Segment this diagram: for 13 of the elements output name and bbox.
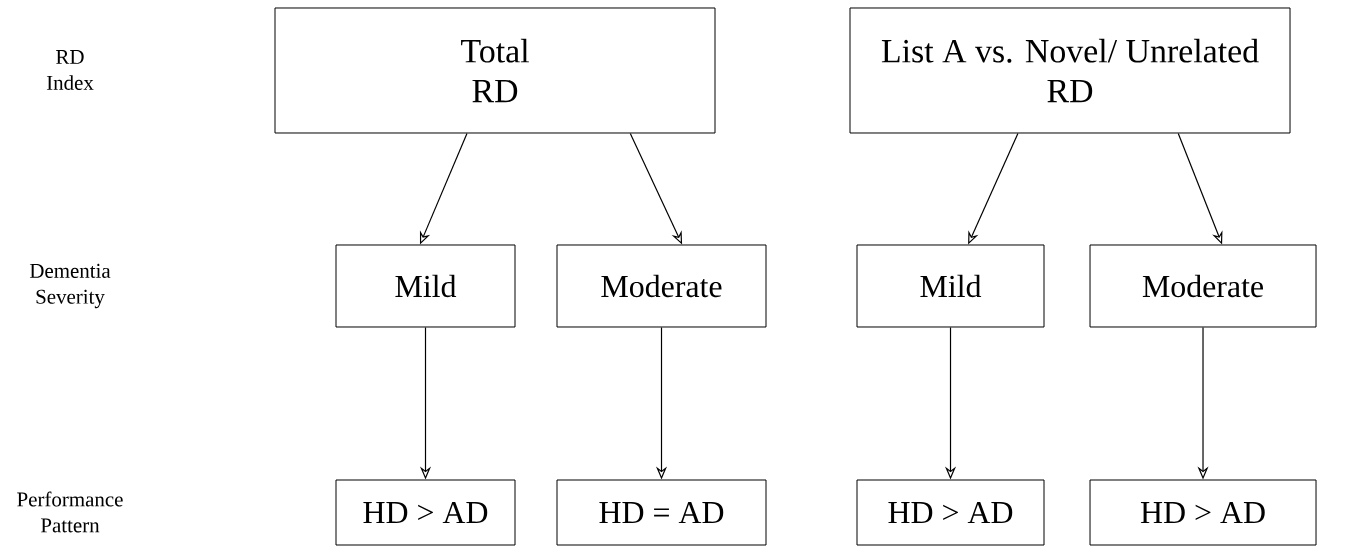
flow-box: Mild: [335, 244, 516, 328]
row-label: Performance Pattern: [17, 491, 123, 533]
flow-box: HD > AD: [1089, 479, 1317, 546]
row-label: RD Index: [46, 50, 94, 90]
flow-box: Moderate: [556, 244, 767, 328]
flow-box: Mild: [856, 244, 1045, 328]
flow-box: HD = AD: [556, 479, 767, 546]
flow-box: HD > AD: [335, 479, 516, 546]
flow-box: List A vs. Novel/ Unrelated RD: [849, 7, 1291, 134]
flow-box: Moderate: [1089, 244, 1317, 328]
row-label: Dementia Severity: [29, 263, 111, 309]
flow-box: Total RD: [274, 7, 716, 134]
flow-box: HD > AD: [856, 479, 1045, 546]
